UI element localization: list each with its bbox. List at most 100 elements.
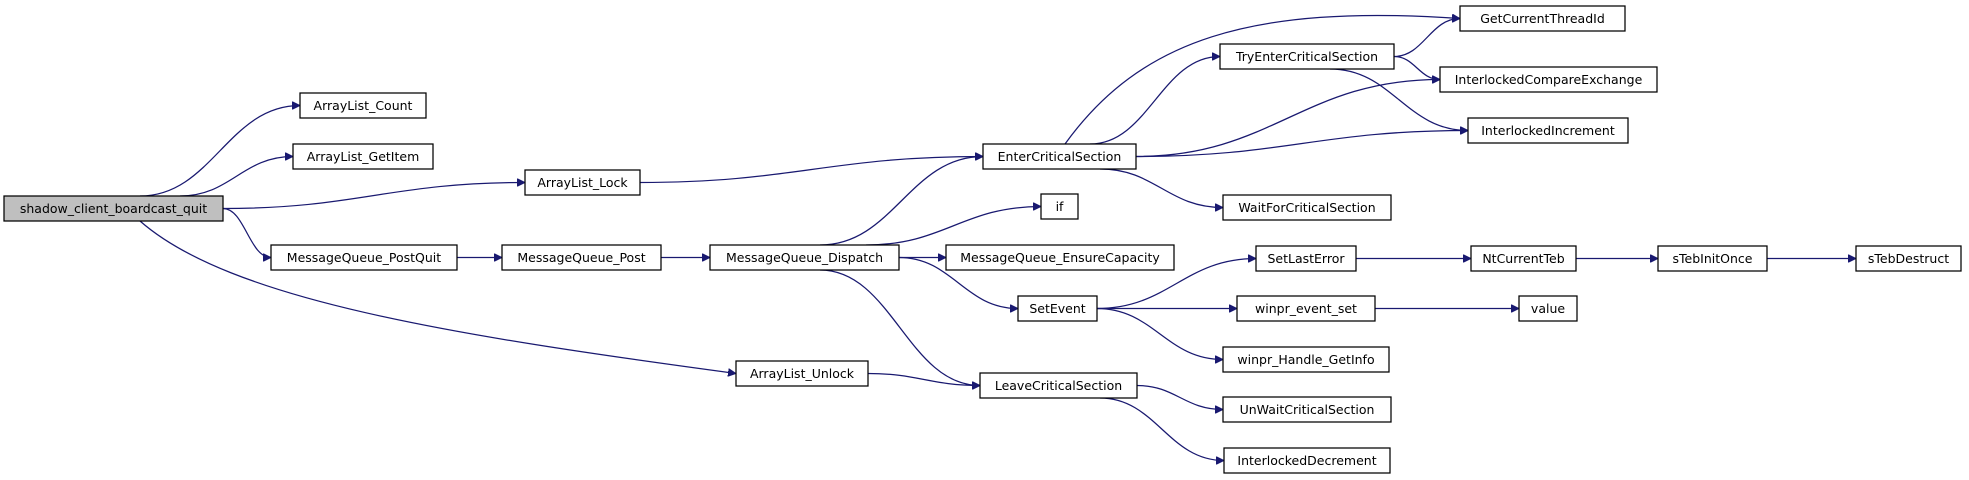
node-handleinfo[interactable]: winpr_Handle_GetInfo xyxy=(1222,346,1390,373)
node-idec[interactable]: InterlockedDecrement xyxy=(1223,447,1391,474)
edge-mq-dispatch-to-leave-cs xyxy=(819,269,980,386)
node-eventset[interactable]: winpr_event_set xyxy=(1236,295,1376,322)
node-label: ArrayList_Lock xyxy=(537,175,628,190)
node-box xyxy=(299,92,427,119)
edge-root-to-al-unlock xyxy=(139,220,736,374)
node-label: shadow_client_boardcast_quit xyxy=(20,201,207,216)
edge-leave-cs-to-unwaitcs xyxy=(1136,384,1223,410)
node-if[interactable]: if xyxy=(1040,193,1079,220)
node-label: ArrayList_Count xyxy=(314,98,413,113)
node-tryenter-cs[interactable]: TryEnterCriticalSection xyxy=(1219,43,1395,70)
node-box xyxy=(1223,447,1391,474)
edge-root-to-al-getitem xyxy=(179,157,293,197)
node-box xyxy=(3,195,224,222)
node-al-count[interactable]: ArrayList_Count xyxy=(299,92,427,119)
node-ntteb[interactable]: NtCurrentTeb xyxy=(1470,245,1577,272)
node-box xyxy=(1518,295,1578,322)
node-box xyxy=(1017,295,1098,322)
node-icmpxchg[interactable]: InterlockedCompareExchange xyxy=(1439,66,1658,93)
edge-enter-cs-to-icmpxchg xyxy=(1135,80,1440,158)
node-box xyxy=(1470,245,1577,272)
node-box xyxy=(1222,396,1392,423)
node-box xyxy=(1040,193,1079,220)
node-waitcs[interactable]: WaitForCriticalSection xyxy=(1222,194,1392,221)
edge-tryenter-cs-to-iinc xyxy=(1329,68,1468,131)
node-label: EnterCriticalSection xyxy=(998,149,1122,164)
node-box xyxy=(1467,117,1629,144)
node-label: MessageQueue_PostQuit xyxy=(287,250,441,265)
node-al-getitem[interactable]: ArrayList_GetItem xyxy=(292,143,434,170)
node-box xyxy=(524,169,641,196)
node-box xyxy=(1439,66,1658,93)
node-label: value xyxy=(1531,301,1565,316)
node-label: MessageQueue_Dispatch xyxy=(726,250,883,265)
node-box xyxy=(979,372,1138,399)
node-box xyxy=(292,143,434,170)
node-label: NtCurrentTeb xyxy=(1482,251,1564,266)
edge-enter-cs-to-iinc xyxy=(1135,131,1468,158)
node-box xyxy=(270,244,458,271)
node-mq-dispatch[interactable]: MessageQueue_Dispatch xyxy=(709,244,900,271)
node-box xyxy=(982,143,1137,170)
node-box xyxy=(1222,194,1392,221)
node-label: GetCurrentThreadId xyxy=(1480,11,1605,26)
edge-mq-dispatch-to-enter-cs xyxy=(819,157,983,246)
node-label: ArrayList_GetItem xyxy=(307,149,420,164)
node-root[interactable]: shadow_client_boardcast_quit xyxy=(3,195,224,222)
node-label: MessageQueue_EnsureCapacity xyxy=(960,250,1160,265)
edge-setevent-to-handleinfo xyxy=(1096,307,1223,360)
node-label: InterlockedDecrement xyxy=(1237,453,1376,468)
edge-mq-dispatch-to-if xyxy=(865,207,1041,246)
node-setlasterror[interactable]: SetLastError xyxy=(1255,245,1357,272)
node-tebinit[interactable]: sTebInitOnce xyxy=(1657,245,1768,272)
node-box xyxy=(1855,245,1962,272)
node-label: InterlockedCompareExchange xyxy=(1455,72,1643,87)
node-mq-ensure[interactable]: MessageQueue_EnsureCapacity xyxy=(945,244,1175,271)
edge-enter-cs-to-waitcs xyxy=(1099,168,1223,208)
node-value[interactable]: value xyxy=(1518,295,1578,322)
node-leave-cs[interactable]: LeaveCriticalSection xyxy=(979,372,1138,399)
node-label: ArrayList_Unlock xyxy=(750,366,855,381)
node-mq-postquit[interactable]: MessageQueue_PostQuit xyxy=(270,244,458,271)
node-box xyxy=(945,244,1175,271)
nodes-layer: shadow_client_boardcast_quit ArrayList_Co… xyxy=(3,5,1962,474)
node-label: sTebInitOnce xyxy=(1673,251,1753,266)
node-box xyxy=(1459,5,1626,32)
node-label: UnWaitCriticalSection xyxy=(1240,402,1375,417)
edge-root-to-mq-postquit xyxy=(222,207,272,258)
edge-mq-dispatch-to-setevent xyxy=(898,256,1018,309)
node-getthreadid[interactable]: GetCurrentThreadId xyxy=(1459,5,1626,32)
node-label: SetEvent xyxy=(1029,301,1085,316)
edge-tryenter-cs-to-icmpxchg xyxy=(1393,55,1441,80)
node-box xyxy=(1222,346,1390,373)
node-setevent[interactable]: SetEvent xyxy=(1017,295,1098,322)
edge-al-unlock-to-leave-cs xyxy=(867,372,980,386)
node-label: if xyxy=(1056,199,1064,214)
node-box xyxy=(735,360,869,387)
node-iinc[interactable]: InterlockedIncrement xyxy=(1467,117,1629,144)
edge-enter-cs-to-getthreadid xyxy=(1064,15,1460,145)
node-label: sTebDestruct xyxy=(1868,251,1949,266)
node-tebdestruct[interactable]: sTebDestruct xyxy=(1855,245,1962,272)
node-unwaitcs[interactable]: UnWaitCriticalSection xyxy=(1222,396,1392,423)
node-label: TryEnterCriticalSection xyxy=(1235,49,1378,64)
node-label: SetLastError xyxy=(1267,251,1345,266)
node-box xyxy=(709,244,900,271)
node-box xyxy=(1255,245,1357,272)
node-al-unlock[interactable]: ArrayList_Unlock xyxy=(735,360,869,387)
node-box xyxy=(1657,245,1768,272)
node-label: InterlockedIncrement xyxy=(1481,123,1615,138)
edge-enter-cs-to-tryenter-cs xyxy=(1089,57,1220,145)
edge-al-lock-to-enter-cs xyxy=(639,157,983,184)
node-box xyxy=(501,244,662,271)
edges-layer xyxy=(139,15,1856,461)
node-al-lock[interactable]: ArrayList_Lock xyxy=(524,169,641,196)
edge-leave-cs-to-idec xyxy=(1099,397,1224,461)
edge-root-to-al-count xyxy=(139,106,300,197)
node-box xyxy=(1236,295,1376,322)
node-enter-cs[interactable]: EnterCriticalSection xyxy=(982,143,1137,170)
node-label: MessageQueue_Post xyxy=(517,250,645,265)
edge-root-to-al-lock xyxy=(222,183,525,210)
node-mq-post[interactable]: MessageQueue_Post xyxy=(501,244,662,271)
